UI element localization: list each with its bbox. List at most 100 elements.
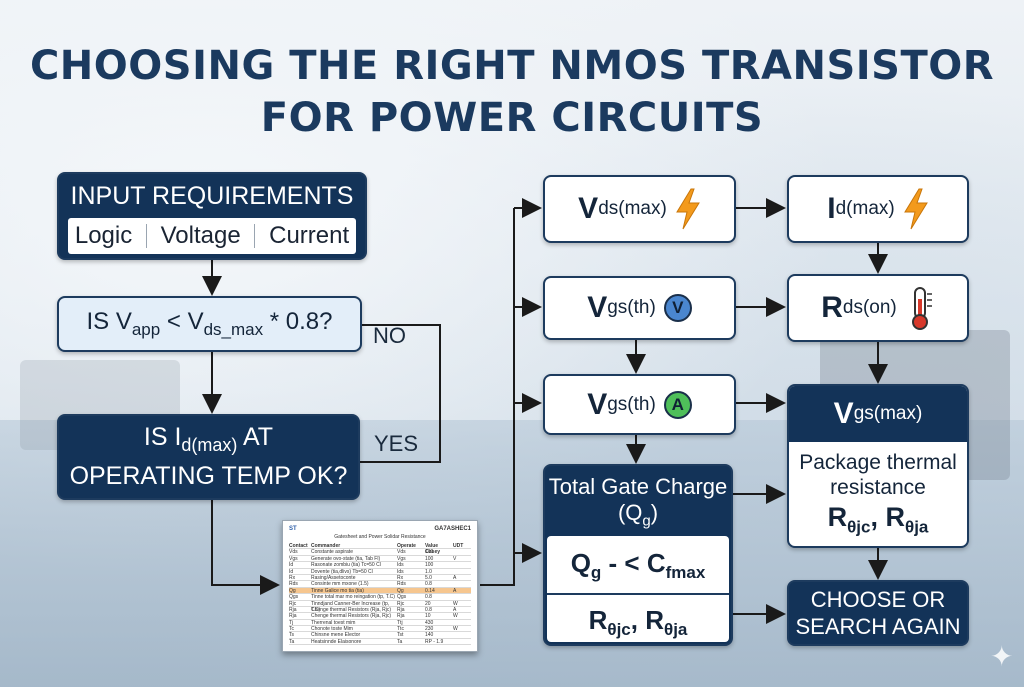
datasheet-cell: W — [453, 626, 458, 633]
datasheet-cell: Tinne total mar mo reingation (tp, T.C) — [311, 594, 395, 601]
datasheet-row: Rjc Tinndjand Canner-Ber Increase (tp, T.… — [289, 600, 471, 613]
thermometer-icon — [911, 287, 932, 330]
datasheet-cell: 100 — [425, 555, 434, 562]
datasheet-cell: Qg — [397, 587, 404, 594]
gate-charge-qg: Qg - < Cfmax — [570, 548, 706, 583]
datasheet-cell: Ids — [397, 568, 404, 575]
datasheet-cell: Rjc — [397, 600, 405, 607]
choose-or-search-again-box: CHOOSE OR SEARCH AGAIN — [787, 580, 969, 646]
label-yes: YES — [374, 431, 419, 456]
datasheet-cell: 0.14 — [425, 587, 435, 594]
sparkle-icon: ✦ — [990, 641, 1014, 672]
datasheet-cell: 20 — [425, 600, 431, 607]
decision-vds-check: IS Vapp < Vds_max * 0.8? — [57, 296, 362, 352]
datasheet-row: Id Rasonate zombiu (tia) Tc=50 Cl Ids 100 — [289, 562, 471, 569]
option-current: Current — [269, 222, 350, 249]
datasheet-cell: 140 — [425, 632, 434, 639]
datasheet-cell: Chonote toste Mim — [311, 626, 353, 633]
package-thermal-values: Rθjc, Rθja — [827, 502, 929, 537]
datasheet-cell: Contact — [289, 543, 308, 549]
current-circle-icon: A — [663, 390, 692, 419]
datasheet-cell: W — [453, 600, 458, 607]
option-divider — [254, 224, 256, 248]
datasheet-cell: Rasonate zombiu (tia) Tc=50 Cl — [311, 562, 381, 569]
datasheet-cell: Rja — [397, 606, 405, 613]
datasheet-row: Rja Chenge thermal Resistors (Rja, Rjc) Rj… — [289, 606, 471, 614]
datasheet-cell: 10 — [425, 613, 431, 620]
datasheet-cell: Vgs — [289, 555, 298, 562]
datasheet-cell: Ta — [289, 638, 295, 645]
datasheet-cell: A — [453, 574, 457, 581]
datasheet-cell: Rja — [289, 606, 297, 613]
datasheet-cell: Ttj — [397, 619, 403, 626]
voltage-circle-icon: V — [663, 294, 692, 322]
datasheet-cell: 0.8 — [425, 606, 432, 613]
datasheet-cell: Chenge thermal Resistors (Rja, Rjc) — [311, 613, 392, 620]
datasheet-thumbnail: ST GA7ASHEC1 Gatesheet and Power Solidar… — [282, 520, 478, 652]
datasheet-cell: Ttc — [397, 626, 404, 633]
datasheet-cell: UDT — [453, 543, 464, 549]
datasheet-cell: RP - 1.9 — [425, 638, 444, 645]
datasheet-cell: Tj — [289, 619, 294, 626]
decision-id-temp-check: IS Id(max) AT OPERATING TEMP OK? — [57, 414, 360, 500]
datasheet-cell: 100 — [425, 562, 434, 569]
datasheet-cell: Id — [289, 562, 294, 569]
option-voltage: Voltage — [160, 222, 241, 249]
line-datasheet-to-bus — [480, 208, 515, 586]
datasheet-cell: Value Cosey — [425, 543, 441, 555]
datasheet-cell: Ta — [397, 638, 403, 645]
datasheet-cell: Tinndjand Canner-Ber Increase (tp, T.C) — [311, 600, 390, 613]
datasheet-cell: Commander — [311, 543, 341, 549]
datasheet-cell — [453, 549, 467, 554]
datasheet-header: ST GA7ASHEC1 — [289, 526, 471, 532]
datasheet-cell: 230 — [425, 626, 434, 633]
datasheet-cell: Ids — [397, 562, 404, 569]
title-line-1: CHOOSING THE RIGHT NMOS TRANSISTOR — [29, 43, 995, 89]
lightning-bolt-icon — [903, 188, 928, 230]
datasheet-cell: Chenge thermal Resistors (Rja, Rjc) — [311, 606, 392, 613]
datasheet-cell — [453, 632, 467, 637]
datasheet-cell: 1.0 — [425, 568, 432, 575]
datasheet-cell: Generate ovo-state (tia, Tab Fl) — [311, 555, 381, 562]
datasheet-cell: Id — [289, 568, 294, 575]
choose-line1: CHOOSE OR — [810, 587, 946, 612]
datasheet-cell: Chinsne mene Elector — [311, 632, 361, 639]
datasheet-cell: Qgs — [289, 594, 299, 601]
input-requirements-heading: INPUT REQUIREMENTS — [70, 182, 354, 210]
option-logic: Logic — [74, 222, 133, 249]
decision2-line1: IS Id(max) AT — [143, 423, 274, 455]
gate-charge-header: Total Gate Charge (Qg) — [548, 474, 728, 530]
datasheet-cell — [453, 639, 467, 644]
datasheet-cell: Qg — [289, 587, 296, 594]
datasheet-logo: ST — [289, 526, 297, 532]
gate-charge-box: Total Gate Charge (Qg) Qg - < Cfmax Rθjc… — [543, 464, 733, 646]
datasheet-cell: W — [453, 613, 458, 620]
gate-charge-body: Qg - < Cfmax Rθjc, Rθja — [547, 536, 729, 642]
datasheet-row: Qgs Tinne total mar mo reingation (tp, T.… — [289, 594, 471, 601]
datasheet-cell: Tc — [289, 626, 294, 633]
page-title: CHOOSING THE RIGHT NMOS TRANSISTOR FOR P… — [0, 40, 1024, 144]
input-requirements-box: INPUT REQUIREMENTS Logic Voltage Current — [57, 172, 367, 260]
datasheet-cell: Tst — [397, 632, 404, 639]
datasheet-cell: Rx — [289, 574, 296, 581]
datasheet-cell: Dovente (tia,dlivs) Tb=50 Cl — [311, 568, 373, 575]
datasheet-cell — [453, 594, 467, 599]
datasheet-cell: Rja — [289, 613, 297, 620]
datasheet-cell: Rasing/Assetoconte — [311, 574, 356, 581]
datasheet-cell: Therrenal toest mim — [311, 619, 356, 626]
choose-line2: SEARCH AGAIN — [795, 614, 961, 639]
datasheet-cell — [453, 562, 467, 567]
datasheet-cell: Consinte mm mxone (1.5) — [311, 581, 369, 588]
